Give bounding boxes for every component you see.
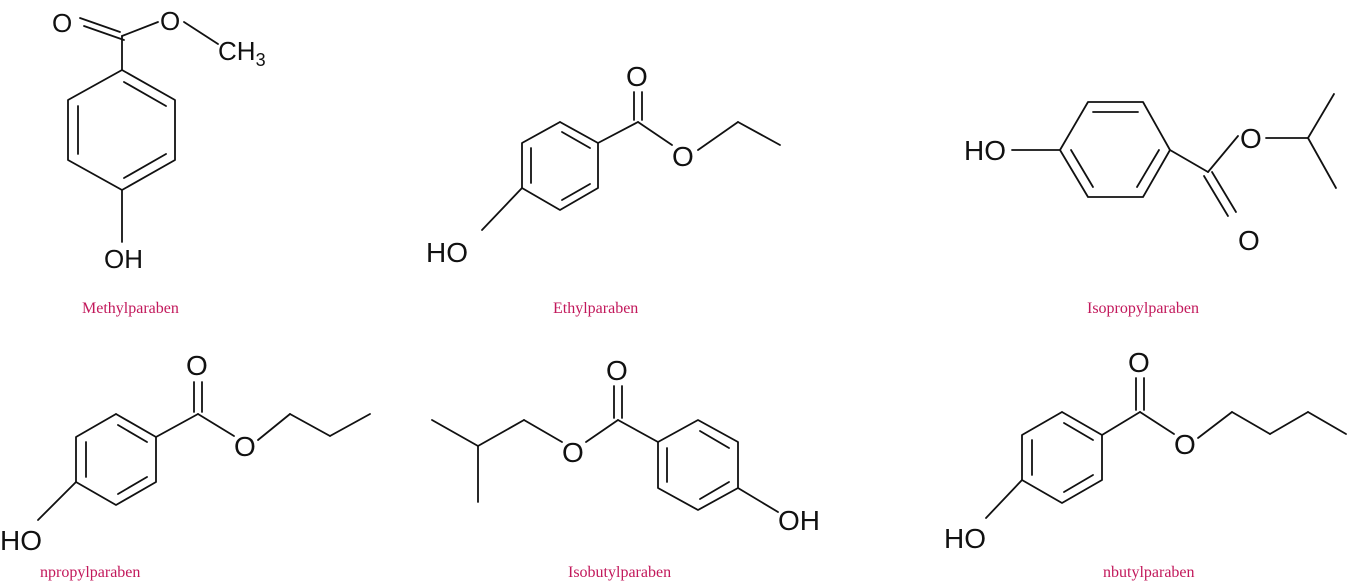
ester-oxygen-label: O xyxy=(1174,429,1196,460)
bond xyxy=(37,481,77,521)
compound-name: Isopropylparaben xyxy=(1087,300,1199,317)
ring-double-bond xyxy=(561,131,591,149)
ring-double-bond xyxy=(1063,422,1094,441)
bond xyxy=(1139,411,1175,435)
bond xyxy=(1269,411,1309,435)
carbonyl-double-bond xyxy=(83,25,125,41)
bond xyxy=(523,419,563,443)
hydroxyl-label: OH xyxy=(104,244,143,274)
compound-name: Isobutylparaben xyxy=(568,564,672,581)
bond xyxy=(481,187,523,231)
benzene-ring xyxy=(657,419,739,511)
ring-double-bond xyxy=(117,476,148,495)
bond xyxy=(1307,93,1335,139)
bond xyxy=(1169,149,1209,173)
ring-double-bond xyxy=(1136,149,1160,188)
benzene-ring xyxy=(521,121,599,211)
hydroxyl-label: HO xyxy=(964,135,1006,166)
ring-double-bond xyxy=(1063,474,1094,493)
bond xyxy=(183,21,219,45)
ring-double-bond xyxy=(123,81,167,107)
hydroxyl-label: HO xyxy=(944,523,986,554)
isopropylparaben-structure: HO O O xyxy=(964,93,1337,256)
bond xyxy=(155,413,199,438)
bond xyxy=(431,419,479,447)
carbonyl-oxygen-label: O xyxy=(606,355,628,386)
bond xyxy=(585,419,619,443)
benzene-ring xyxy=(1059,101,1171,198)
carbonyl-double-bond xyxy=(79,17,121,33)
bond xyxy=(737,121,781,146)
bond xyxy=(477,419,525,447)
compound-name: nbutylparaben xyxy=(1103,564,1195,581)
carbonyl-oxygen-label: O xyxy=(186,350,208,381)
bond xyxy=(121,21,159,37)
compound-name: npropylparaben xyxy=(40,564,141,581)
bond xyxy=(1101,411,1141,436)
bond xyxy=(737,487,779,513)
ethylparaben-structure: O O HO xyxy=(426,61,781,268)
hydroxyl-label: HO xyxy=(426,237,468,268)
ester-oxygen-label: O xyxy=(160,6,180,36)
bond xyxy=(257,413,291,441)
bond xyxy=(1307,137,1337,189)
ring-double-bond xyxy=(699,430,730,449)
bond xyxy=(1307,411,1347,435)
bond xyxy=(1207,135,1239,173)
isobutylparaben-structure: O O OH xyxy=(431,355,820,536)
bond xyxy=(329,413,371,437)
ester-oxygen-label: O xyxy=(562,437,584,468)
ester-oxygen-label: O xyxy=(672,141,694,172)
npropylparaben-structure: O O HO xyxy=(0,350,371,556)
hydroxyl-label: HO xyxy=(0,525,42,556)
ester-oxygen-label: O xyxy=(234,431,256,462)
carbonyl-oxygen-label: O xyxy=(626,61,648,92)
bond xyxy=(197,413,235,437)
hydroxyl-label: OH xyxy=(778,505,820,536)
benzene-ring xyxy=(67,69,176,191)
bond xyxy=(985,479,1023,519)
carbonyl-double-bond xyxy=(1211,171,1237,213)
ring-double-bond xyxy=(1070,149,1094,188)
methylparaben-structure: O O CH3 OH xyxy=(52,6,266,274)
ring-double-bond xyxy=(561,183,591,201)
bond xyxy=(597,121,639,144)
bond xyxy=(1197,411,1233,439)
carbonyl-oxygen-label: O xyxy=(52,8,72,38)
methyl-label: CH3 xyxy=(218,36,266,70)
benzene-ring xyxy=(75,413,157,506)
bond xyxy=(289,413,331,437)
carbonyl-double-bond xyxy=(1203,175,1229,217)
bond xyxy=(1231,411,1271,435)
bond xyxy=(637,121,673,146)
carbonyl-oxygen-label: O xyxy=(1238,225,1260,256)
ring-double-bond xyxy=(699,481,730,500)
carbonyl-oxygen-label: O xyxy=(1128,347,1150,378)
compound-name: Ethylparaben xyxy=(553,300,639,317)
bond xyxy=(697,121,739,151)
nbutylparaben-structure: O O HO xyxy=(944,347,1347,554)
benzene-ring xyxy=(1021,411,1103,504)
compound-name: Methylparaben xyxy=(82,300,179,317)
ring-double-bond xyxy=(117,424,148,443)
ester-oxygen-label: O xyxy=(1240,123,1262,154)
bond xyxy=(617,419,659,443)
ring-double-bond xyxy=(123,153,167,179)
